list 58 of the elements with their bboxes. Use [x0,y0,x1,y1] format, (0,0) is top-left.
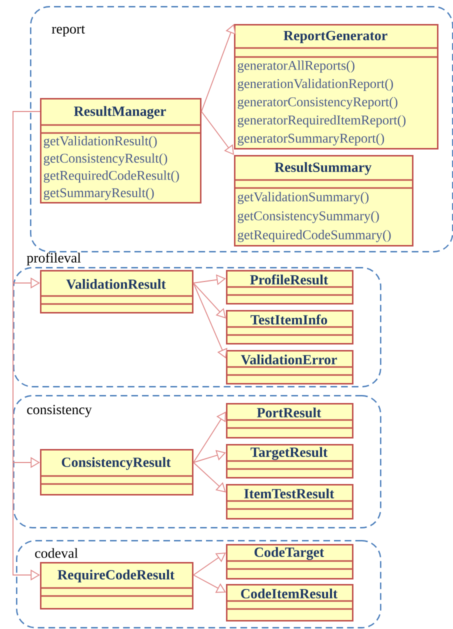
inheritance-arrow [193,574,226,593]
class-name: ItemTestResult [244,488,334,498]
class-name: PortResult [256,408,322,418]
inheritance-arrow [193,462,226,492]
method-text: generatorSummaryReport() [238,133,384,146]
class-name: ValidationResult [66,279,166,289]
class-name: RequireCodeResult [58,570,175,582]
inheritance-arrow [193,450,226,463]
package-frame [30,6,453,252]
method-text: getValidationSummary() [238,192,369,204]
method-text: generatorRequiredItemReport() [238,115,406,128]
class-name: TestItemInfo [250,314,328,324]
class-box [226,584,354,622]
class-box [226,544,354,580]
class-name: TargetResult [250,447,328,460]
inheritance-arrow [193,412,226,463]
package-frame [13,267,382,388]
method-text: getRequiredCodeSummary() [238,230,391,242]
inheritance-arrow [193,282,228,358]
class-box [40,562,194,610]
inheritance-arrow [12,111,40,580]
package-label: profileval [26,252,81,266]
method-text: getValidationResult() [44,136,157,148]
method-text: generatorConsistencyReport() [238,96,398,110]
class-box [226,403,354,438]
package-label: consistency [27,404,92,418]
method-text: generationValidationReport() [238,78,393,91]
class-name: CodeItemResult [241,588,338,598]
class-name: ResultManager [74,106,166,119]
class-box [40,270,194,314]
method-text: getConsistencySummary() [238,210,379,224]
package-label: report [52,26,85,36]
class-box [226,444,354,478]
package-label: codeval [35,548,78,558]
class-box [226,270,354,304]
class-box [226,310,354,344]
class-box [226,350,354,384]
class-box [40,98,202,204]
package-frame [13,395,382,528]
method-text: getRequiredCodeResult() [44,170,179,183]
class-name: ConsistencyResult [62,457,171,470]
inheritance-arrow [193,282,226,318]
class-name: ValidationError [240,354,337,364]
class-name: ResultSummary [274,162,372,175]
method-text: getSummaryResult() [44,188,154,200]
package-frame [16,540,382,628]
inheritance-arrow [201,24,236,112]
method-text: getConsistencyResult() [44,153,168,166]
class-box [226,484,354,520]
class-name: CodeTarget [254,547,324,560]
class-box [234,24,438,150]
class-name: ProfileResult [250,274,328,285]
class-box [40,449,194,496]
inheritance-arrow [201,111,234,155]
inheritance-arrow [193,552,226,576]
class-name: ReportGenerator [284,30,388,44]
class-box [234,155,414,246]
method-text: generatorAllReports() [238,60,354,73]
